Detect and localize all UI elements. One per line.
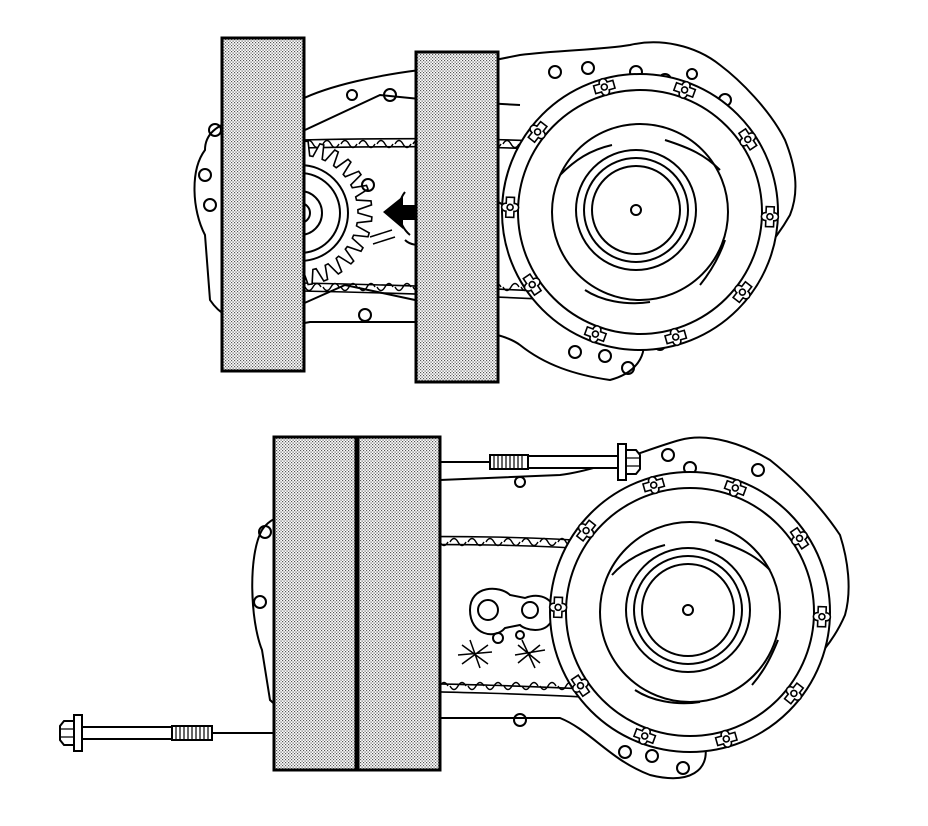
- retaining-lug: [812, 605, 832, 628]
- housing-hole: [621, 361, 635, 375]
- housing-hole: [676, 761, 690, 775]
- chain-link: [485, 681, 503, 691]
- chain-link: [322, 282, 340, 292]
- housing-hole: [686, 68, 698, 80]
- retaining-lug: [663, 327, 688, 347]
- chain-link: [358, 139, 376, 149]
- housing-hole: [346, 89, 358, 101]
- driven-sprocket-lugs-top: [500, 77, 780, 347]
- chain-link: [502, 139, 520, 149]
- chain-link: [485, 537, 503, 547]
- housing-hole: [568, 345, 582, 359]
- retaining-lug: [548, 596, 568, 619]
- chain-link: [502, 282, 520, 292]
- chain-link: [449, 681, 467, 691]
- retaining-lug: [575, 519, 597, 543]
- chain-link: [304, 282, 322, 292]
- retaining-lug: [731, 280, 753, 304]
- chain-link: [521, 537, 539, 547]
- housing-hole: [513, 713, 527, 727]
- housing-hole: [618, 745, 632, 759]
- driven-sprocket-bottom: [549, 471, 831, 753]
- chain-link: [394, 282, 412, 292]
- retaining-lug: [714, 729, 739, 749]
- housing-hole: [598, 349, 612, 363]
- retaining-lug: [632, 726, 657, 746]
- chain-link: [376, 139, 394, 149]
- top-view: [193, 36, 797, 384]
- bottom-view: [59, 435, 850, 780]
- retaining-lug: [672, 80, 697, 99]
- retaining-lug: [789, 526, 810, 550]
- retaining-lug: [737, 127, 758, 152]
- housing-hole: [751, 463, 765, 477]
- housing-web: [299, 283, 416, 306]
- housing-hole: [645, 749, 659, 763]
- chain-link: [503, 537, 521, 547]
- spring-clip: [457, 639, 546, 669]
- chain-link: [322, 139, 340, 149]
- housing-hole: [358, 308, 372, 322]
- chain-link: [449, 537, 467, 547]
- retaining-lug: [760, 205, 780, 228]
- upper-bolt-icon: [440, 443, 641, 481]
- holding-block-right: [414, 50, 500, 384]
- removal-arrow-icon: [383, 196, 428, 229]
- housing-hole: [581, 61, 595, 75]
- chain-link: [358, 282, 376, 292]
- retaining-lug: [500, 196, 520, 219]
- chain-link: [467, 537, 485, 547]
- driven-sprocket-lugs-bottom: [548, 475, 832, 749]
- holding-block-bottom-right: [356, 435, 442, 772]
- retaining-lug: [783, 681, 805, 705]
- chain-link: [539, 681, 557, 691]
- housing-hole: [514, 476, 526, 488]
- retaining-lug: [723, 478, 748, 498]
- retaining-lug: [522, 272, 543, 297]
- housing-hole: [198, 168, 212, 182]
- holding-block-left: [220, 36, 306, 373]
- chain-link: [467, 681, 485, 691]
- holding-block-bottom-left: [272, 435, 358, 772]
- guide-lines: [369, 229, 396, 245]
- housing-hole: [253, 595, 267, 609]
- chain-link: [376, 282, 394, 292]
- retaining-lug: [641, 475, 666, 495]
- chain-link: [340, 282, 358, 292]
- retaining-lug: [570, 674, 591, 698]
- housing-hole: [548, 65, 562, 79]
- chain-link: [503, 681, 521, 691]
- driven-sprocket-top: [501, 73, 779, 351]
- housing-hole: [258, 525, 272, 539]
- retaining-lug: [592, 77, 617, 97]
- housing-hole: [661, 448, 675, 462]
- chain-link: [521, 681, 539, 691]
- retaining-lug: [527, 120, 549, 144]
- chain-link: [340, 139, 358, 149]
- chain-link: [539, 537, 557, 547]
- chain-link: [394, 139, 412, 149]
- housing-hole: [203, 198, 217, 212]
- retaining-lug: [583, 325, 608, 344]
- lower-bolt-icon: [59, 714, 274, 752]
